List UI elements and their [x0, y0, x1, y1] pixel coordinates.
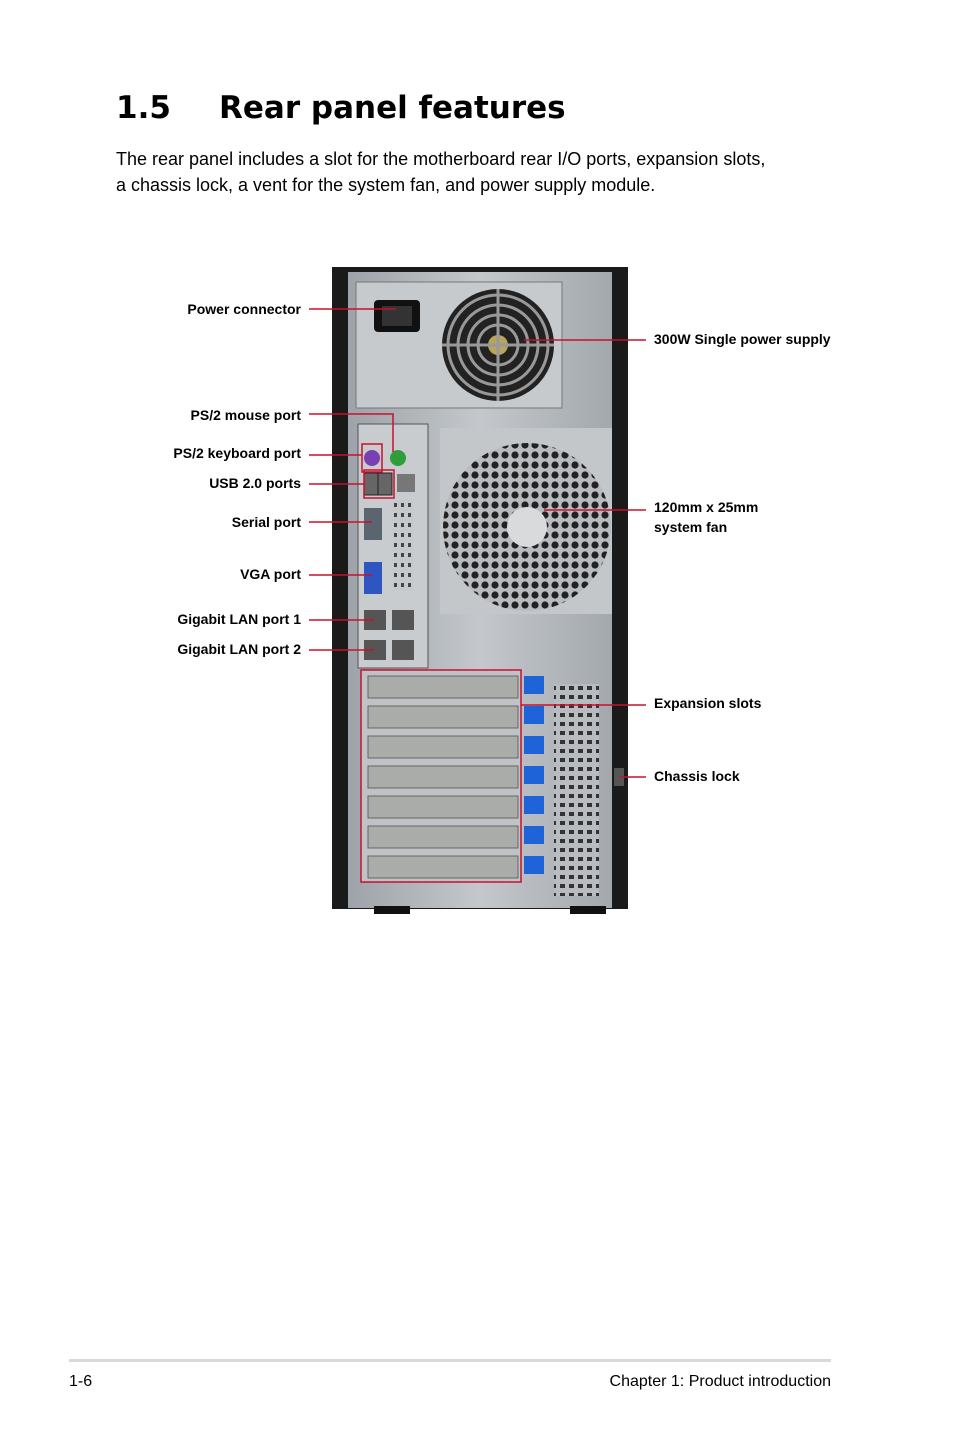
label-serial-port: Serial port — [231, 514, 301, 530]
section-number: 1.5 — [116, 90, 171, 126]
intro-paragraph: The rear panel includes a slot for the m… — [116, 146, 856, 198]
rear-panel-illustration — [309, 267, 646, 914]
chassis-lock-graphic — [614, 768, 624, 786]
label-power-supply: 300W Single power supply — [654, 331, 831, 347]
label-gigabit-lan-1: Gigabit LAN port 1 — [177, 611, 301, 627]
chapter-title: Chapter 1: Product introduction — [609, 1373, 831, 1390]
label-system-fan-line-2: system fan — [654, 519, 728, 535]
footer-divider — [69, 1359, 831, 1362]
rear-vents — [554, 684, 599, 896]
intro-line-2: a chassis lock, a vent for the system fa… — [116, 175, 656, 195]
label-expansion-slots: Expansion slots — [654, 695, 762, 711]
label-ps2-keyboard-port: PS/2 keyboard port — [173, 445, 301, 461]
label-power-connector: Power connector — [187, 301, 301, 317]
label-gigabit-lan-2: Gigabit LAN port 2 — [177, 641, 301, 657]
label-vga-port: VGA port — [240, 566, 301, 582]
section-heading: 1.5 Rear panel features — [116, 90, 566, 126]
page-number: 1-6 — [69, 1373, 93, 1390]
label-system-fan-line-1: 120mm x 25mm — [654, 499, 759, 515]
label-chassis-lock: Chassis lock — [654, 768, 740, 784]
label-ps2-mouse-port: PS/2 mouse port — [190, 407, 301, 423]
label-usb-ports: USB 2.0 ports — [209, 475, 301, 491]
intro-line-1: The rear panel includes a slot for the m… — [116, 149, 766, 169]
section-title: Rear panel features — [219, 90, 566, 126]
